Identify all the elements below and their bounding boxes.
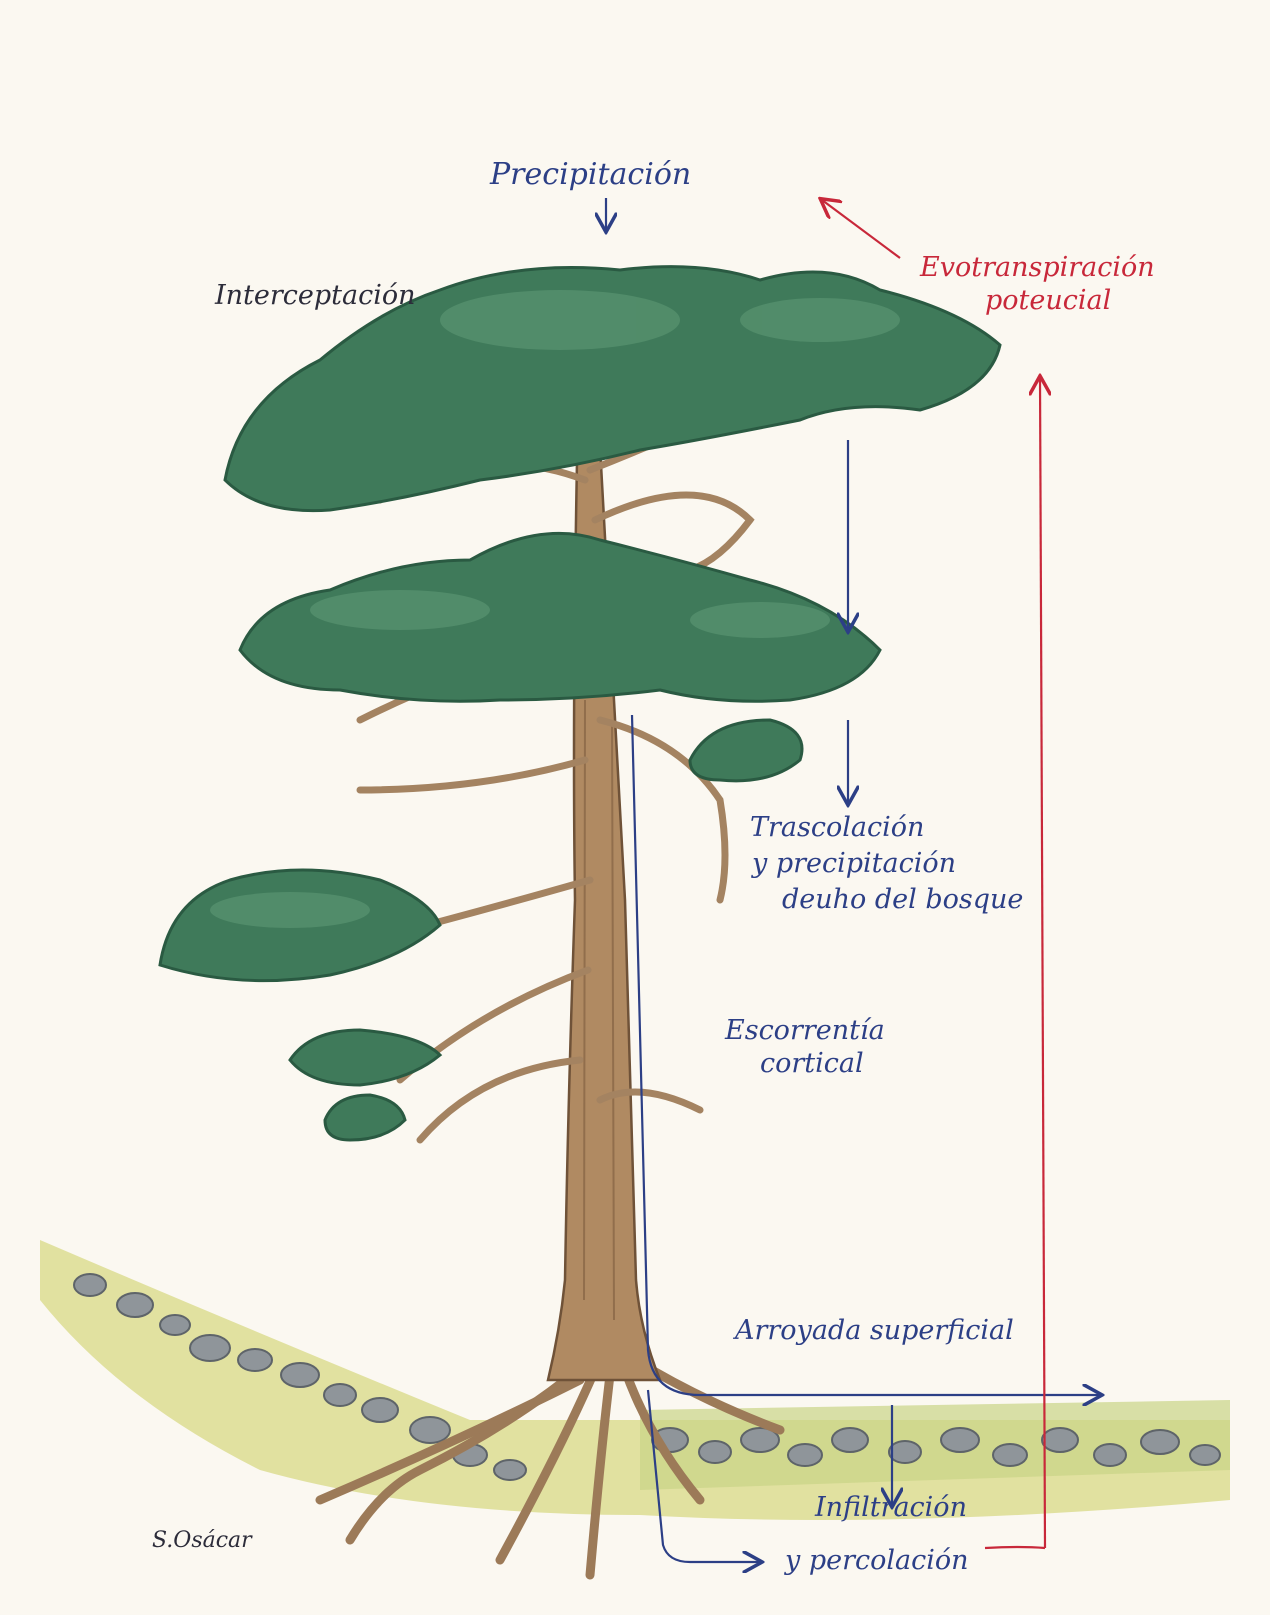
foliage-highlights — [210, 290, 900, 928]
label-escorrentia-2: cortical — [760, 1048, 864, 1079]
evapotranspiration-arrow — [822, 200, 901, 259]
small-right-foliage — [688, 718, 804, 783]
tree-roots — [315, 1355, 785, 1580]
ground — [40, 1240, 1230, 1520]
artist-signature: S.Osácar — [152, 1528, 252, 1553]
label-infiltracion-1: Infiltración — [815, 1492, 967, 1523]
label-evotranspiracion-2: poteucial — [985, 285, 1112, 316]
water-flow-arrows — [606, 198, 1100, 1562]
middle-foliage — [238, 531, 882, 703]
label-trascolacion-1: Trascolación — [750, 812, 925, 843]
ground-stones — [73, 1273, 1221, 1481]
evapotranspiration-base — [984, 1545, 1046, 1550]
bottom-left-foliage — [288, 1028, 443, 1087]
evapotranspiration-arrows — [822, 200, 1046, 1550]
evapotranspiration-up-arrow — [1040, 378, 1045, 1549]
label-infiltracion-2: y percolación — [785, 1545, 969, 1576]
infiltration-arrow — [646, 1389, 760, 1562]
stemflow-runoff-arrow — [630, 714, 1100, 1395]
label-arroyada: Arroyada superficial — [735, 1315, 1014, 1346]
bottom-small-foliage — [323, 1093, 407, 1142]
label-trascolacion-2: y precipitación — [752, 848, 957, 879]
label-escorrentia-1: Escorrentía — [725, 1015, 885, 1046]
label-interceptacion: Interceptación — [215, 280, 416, 311]
label-precipitacion: Precipitación — [490, 157, 692, 192]
label-trascolacion-3: deuho del bosque — [782, 884, 1024, 915]
label-evotranspiracion-1: Evotranspiración — [920, 252, 1155, 283]
